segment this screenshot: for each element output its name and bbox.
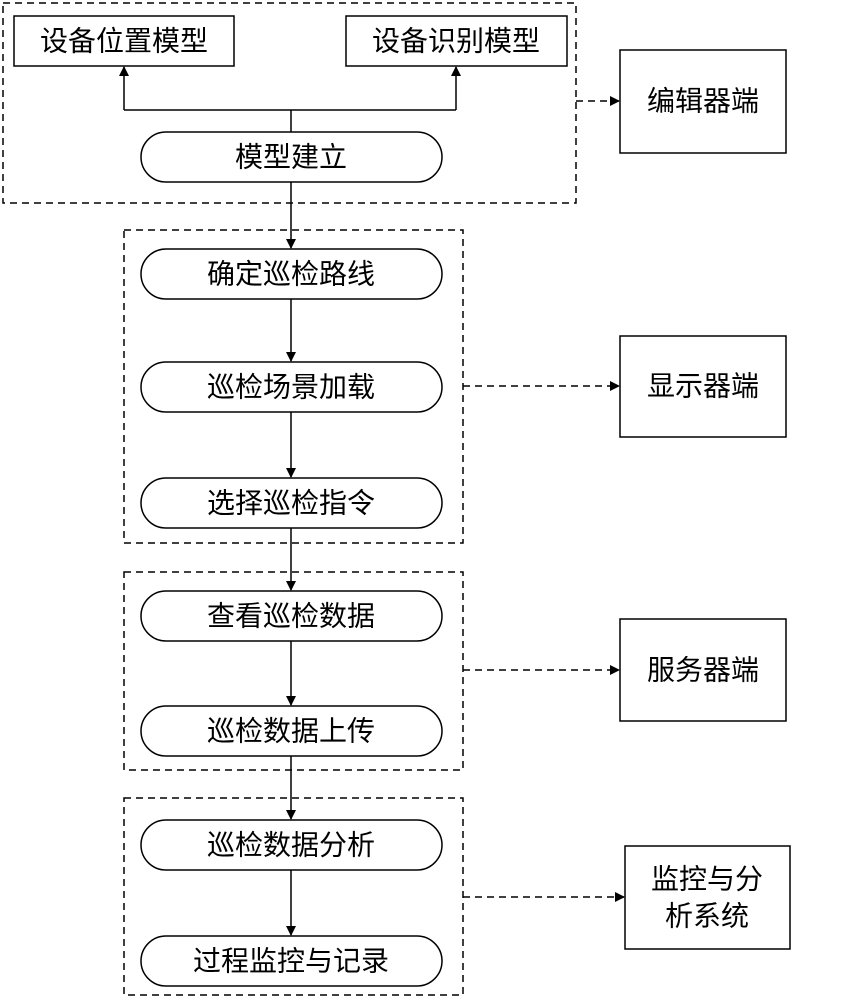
determine-route-step: 确定巡检路线 [140, 248, 443, 300]
monitor-system-endpoint-box: 监控与分 析系统 [624, 845, 791, 950]
solid-connectors [119, 66, 461, 936]
group-modeling [2, 2, 577, 204]
group-server [123, 571, 464, 771]
select-command-step: 选择巡检指令 [140, 477, 443, 529]
device-position-model-box: 设备位置模型 [13, 15, 235, 67]
determine-route-label: 确定巡检路线 [207, 258, 375, 291]
monitor-system-label-line2: 析系统 [665, 900, 749, 933]
view-data-label: 查看巡检数据 [207, 600, 375, 633]
process-monitor-step: 过程监控与记录 [140, 935, 443, 987]
server-endpoint-label: 服务器端 [647, 654, 759, 687]
server-endpoint-box: 服务器端 [619, 618, 787, 722]
model-building-label: 模型建立 [235, 141, 347, 174]
device-recognition-model-box: 设备识别模型 [345, 15, 568, 67]
data-upload-label: 巡检数据上传 [207, 715, 375, 748]
process-monitor-label: 过程监控与记录 [193, 945, 389, 978]
view-data-step: 查看巡检数据 [140, 590, 443, 642]
monitor-system-label-line1: 监控与分 [651, 863, 763, 896]
dashed-connectors [463, 96, 625, 902]
data-upload-step: 巡检数据上传 [140, 705, 443, 757]
select-command-label: 选择巡检指令 [207, 487, 375, 520]
editor-endpoint-label: 编辑器端 [647, 85, 759, 118]
device-recognition-model-label: 设备识别模型 [372, 25, 540, 58]
device-position-model-label: 设备位置模型 [40, 25, 208, 58]
data-analysis-label: 巡检数据分析 [207, 829, 375, 862]
data-analysis-step: 巡检数据分析 [140, 819, 443, 871]
display-endpoint-label: 显示器端 [647, 370, 759, 403]
editor-endpoint-box: 编辑器端 [619, 49, 787, 154]
scene-loading-label: 巡检场景加载 [207, 371, 375, 404]
display-endpoint-box: 显示器端 [619, 335, 787, 438]
model-building-step: 模型建立 [140, 131, 443, 183]
scene-loading-step: 巡检场景加载 [140, 361, 443, 413]
